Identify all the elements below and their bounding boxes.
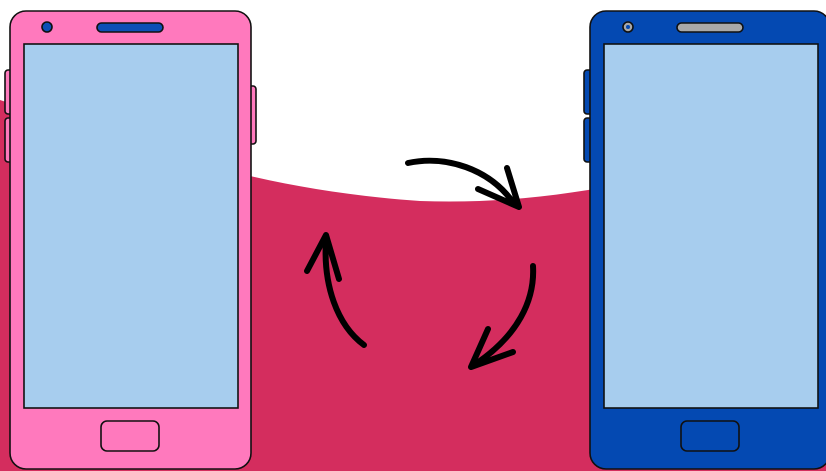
phone-left (5, 11, 256, 469)
phone-left-speaker (97, 23, 163, 32)
phone-right-screen (604, 44, 818, 408)
phone-left-home-button (101, 421, 159, 451)
phone-right (584, 11, 826, 469)
phone-right-camera-lens (626, 25, 630, 29)
phone-right-speaker (677, 23, 743, 32)
phone-left-screen (24, 44, 238, 408)
phone-left-camera (42, 22, 52, 32)
phone-right-home-button (681, 421, 739, 451)
